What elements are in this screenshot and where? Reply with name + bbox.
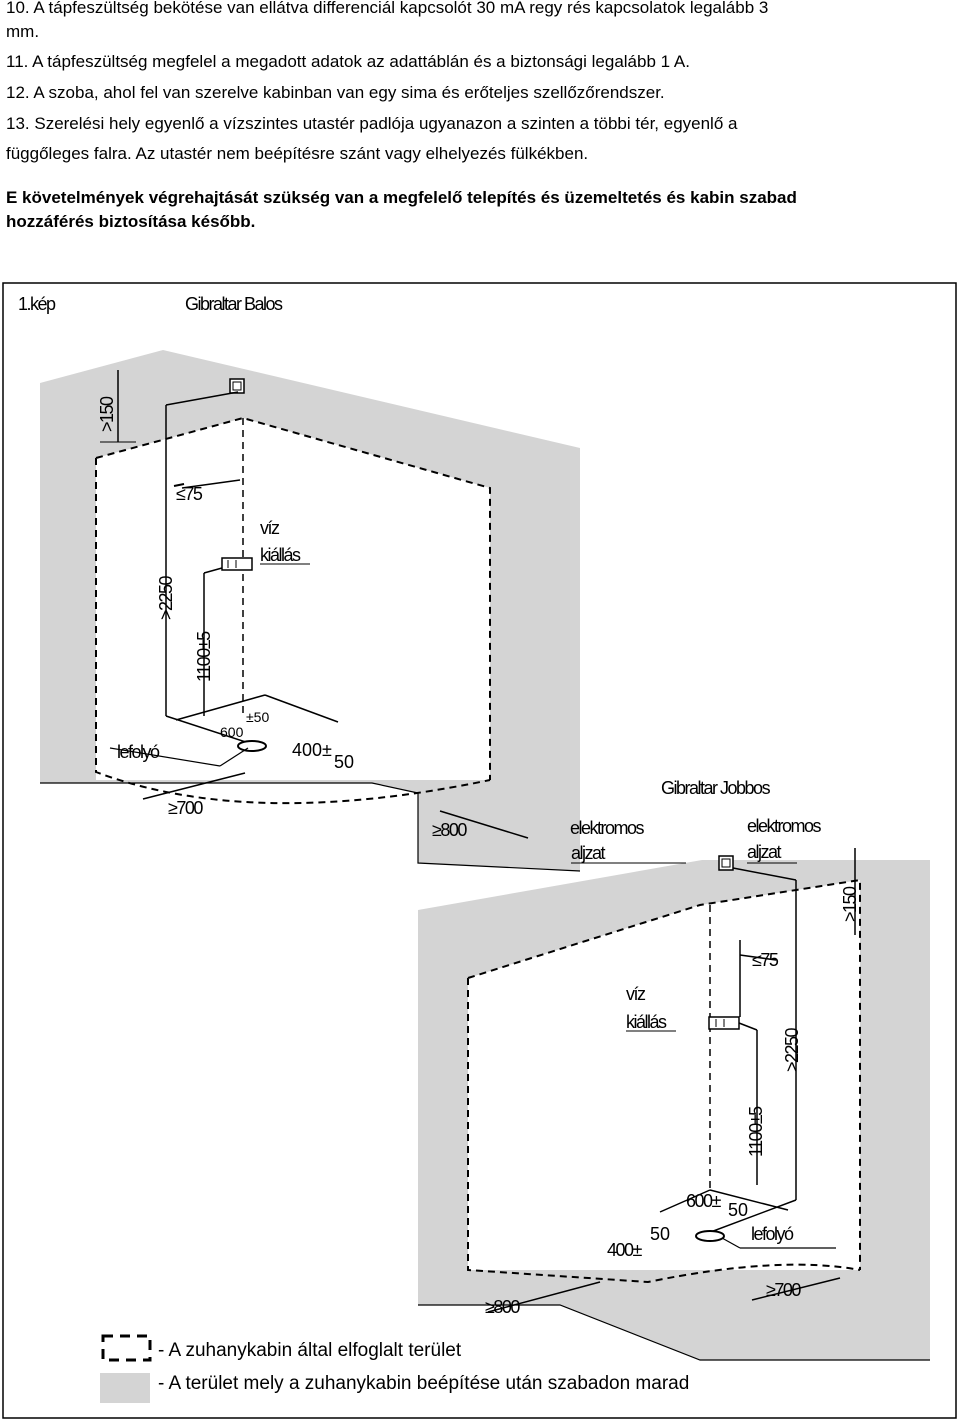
right-dim75-label: ≤75	[752, 950, 779, 970]
right-socket-right-label-2: aljzat	[747, 842, 782, 862]
right-cabin-outline	[467, 878, 861, 1284]
left-drain-dim-line	[165, 715, 256, 746]
left-dim1100-label: 1100±5	[194, 631, 214, 682]
left-water-label-1: víz	[260, 518, 280, 538]
left-water-label-2: kiállás	[260, 545, 301, 565]
requirement-10-line1: 10. A tápfeszültség bekötése van ellátva…	[6, 0, 769, 17]
right-cabin-interior	[468, 880, 860, 1270]
right-water-label-2: kiállás	[626, 1012, 667, 1032]
left-drain-label: lefolyó	[117, 742, 160, 762]
right-dim2250-label: >2250	[782, 1027, 802, 1072]
figure-frame	[2, 282, 957, 1419]
left-water-outlet-icon	[221, 557, 253, 571]
right-floor-edge	[418, 1304, 930, 1361]
left-dim75-label: ≤75	[176, 484, 203, 504]
right-dim600-label: 600±	[686, 1191, 722, 1211]
right-socket-icon	[718, 855, 734, 871]
legend-shaded-symbol	[100, 1373, 150, 1403]
left-dim75-arrow	[173, 483, 185, 487]
left-cabin-interior	[96, 418, 490, 780]
right-water-label-1: víz	[626, 984, 646, 1004]
left-dim2250-label: >2250	[156, 575, 176, 620]
left-unit: >150 >2250 ≤75 víz kiállás 1100±5 ±50 60…	[40, 350, 581, 872]
right-dim600-tol-label: 50	[728, 1200, 748, 1220]
left-dim600-label: 600	[220, 724, 244, 740]
right-socket-right-label-1: elektromos	[747, 816, 822, 836]
left-dim400-tol-label: 50	[334, 752, 354, 772]
left-water-leader	[203, 567, 223, 574]
right-dim150-label: >150	[840, 886, 860, 922]
left-socket-leader	[165, 391, 239, 406]
right-dim800-line	[487, 1281, 601, 1313]
right-socket-leader	[732, 867, 797, 881]
requirements-note: E követelmények végrehajtását szükség va…	[6, 186, 952, 234]
left-dim800-line	[439, 810, 529, 839]
requirements-list: 10. A tápfeszültség bekötése van ellátva…	[6, 0, 952, 170]
left-drain-leader	[109, 747, 221, 767]
right-socket-left-label-2: aljzat	[571, 843, 606, 863]
legend-occupied-text: - A zuhanykabin által elfoglalt terület	[158, 1340, 462, 1361]
left-socket-icon	[229, 378, 245, 394]
right-unit: elektromos aljzat elektromos aljzat >150…	[418, 816, 930, 1361]
left-drain-icon	[237, 740, 267, 752]
legend-dashed-symbol	[101, 1334, 152, 1362]
right-drain-label: lefolyó	[751, 1224, 794, 1244]
left-dim150-label: >150	[97, 396, 117, 432]
right-socket-inner	[721, 858, 731, 868]
note-line2: hozzáférés biztosítása később.	[6, 212, 256, 231]
right-drain-dim-line	[699, 1199, 797, 1237]
right-dim1100-label: 1100±5	[746, 1106, 766, 1157]
left-dim400-label: 400±	[292, 740, 332, 760]
left-tol50-label: ±50	[246, 709, 269, 725]
left-unit-title: Gibraltar Balos	[185, 294, 283, 314]
left-dim400-line	[264, 694, 339, 723]
right-drain-leader	[721, 1237, 741, 1249]
left-dim700-label: ≥700	[168, 798, 203, 818]
left-cabin-outline	[95, 416, 491, 805]
right-drain-icon	[695, 1230, 725, 1242]
requirement-12: 12. A szoba, ahol fel van szerelve kabin…	[6, 83, 665, 102]
right-dim700-label: ≥700	[766, 1280, 801, 1300]
right-dim400-tol-label: 50	[650, 1224, 670, 1244]
requirement-11: 11. A tápfeszültség megfelel a megadott …	[6, 52, 690, 71]
right-socket-left-label-1: elektromos	[570, 818, 645, 838]
legend-free-text: - A terület mely a zuhanykabin beépítése…	[158, 1373, 690, 1394]
left-dim600-line	[175, 694, 266, 721]
right-dim400-label: 400±	[607, 1240, 643, 1260]
left-drain-leader2	[219, 747, 249, 767]
requirement-13-line2: függőleges falra. Az utastér nem beépíté…	[6, 144, 589, 163]
right-dim600-line	[709, 1189, 789, 1211]
left-dim700-line	[142, 772, 246, 800]
right-dim800-label: ≥800	[485, 1297, 520, 1317]
right-dim75-line	[739, 954, 777, 961]
note-line1: E követelmények végrehajtását szükség va…	[6, 188, 797, 207]
right-dim700-line	[751, 1277, 841, 1301]
requirement-13-line1: 13. Szerelési hely egyenlő a vízszintes …	[6, 114, 738, 133]
figure-number: 1.kép	[18, 294, 56, 314]
left-dim800-label: ≥800	[432, 820, 467, 840]
right-unit-title: Gibraltar Jobbos	[661, 778, 771, 798]
requirement-10-line2: mm.	[6, 22, 40, 41]
left-dim75-line	[181, 479, 241, 489]
right-dim400-line	[659, 1189, 711, 1213]
left-socket-inner	[232, 381, 242, 391]
right-water-leader	[738, 1022, 758, 1031]
